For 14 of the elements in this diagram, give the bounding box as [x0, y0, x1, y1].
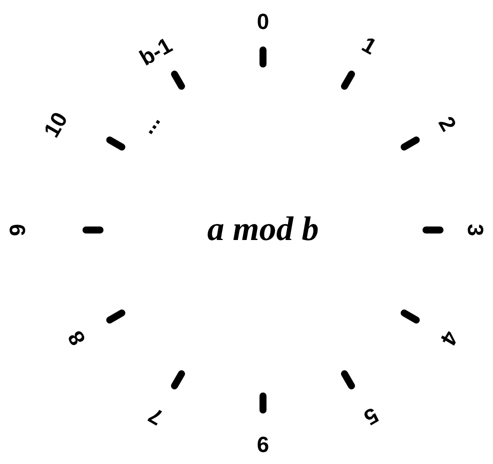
dial-number: 10: [40, 108, 72, 141]
dial-number: 9: [7, 224, 29, 236]
dial-number: 4: [436, 326, 462, 348]
dial-number: b-1: [136, 34, 176, 70]
dial-number: ...: [135, 110, 164, 138]
dial-number: 6: [256, 434, 270, 456]
dial-number: 0: [256, 11, 270, 33]
dial-number: 8: [64, 326, 90, 348]
dial-number: 7: [144, 404, 166, 429]
dial-number: 1: [358, 34, 380, 59]
dial-number: 3: [464, 224, 486, 236]
dial-number: 2: [434, 113, 460, 135]
center-formula: a mod b: [207, 211, 319, 249]
dial-number: 5: [360, 404, 382, 429]
